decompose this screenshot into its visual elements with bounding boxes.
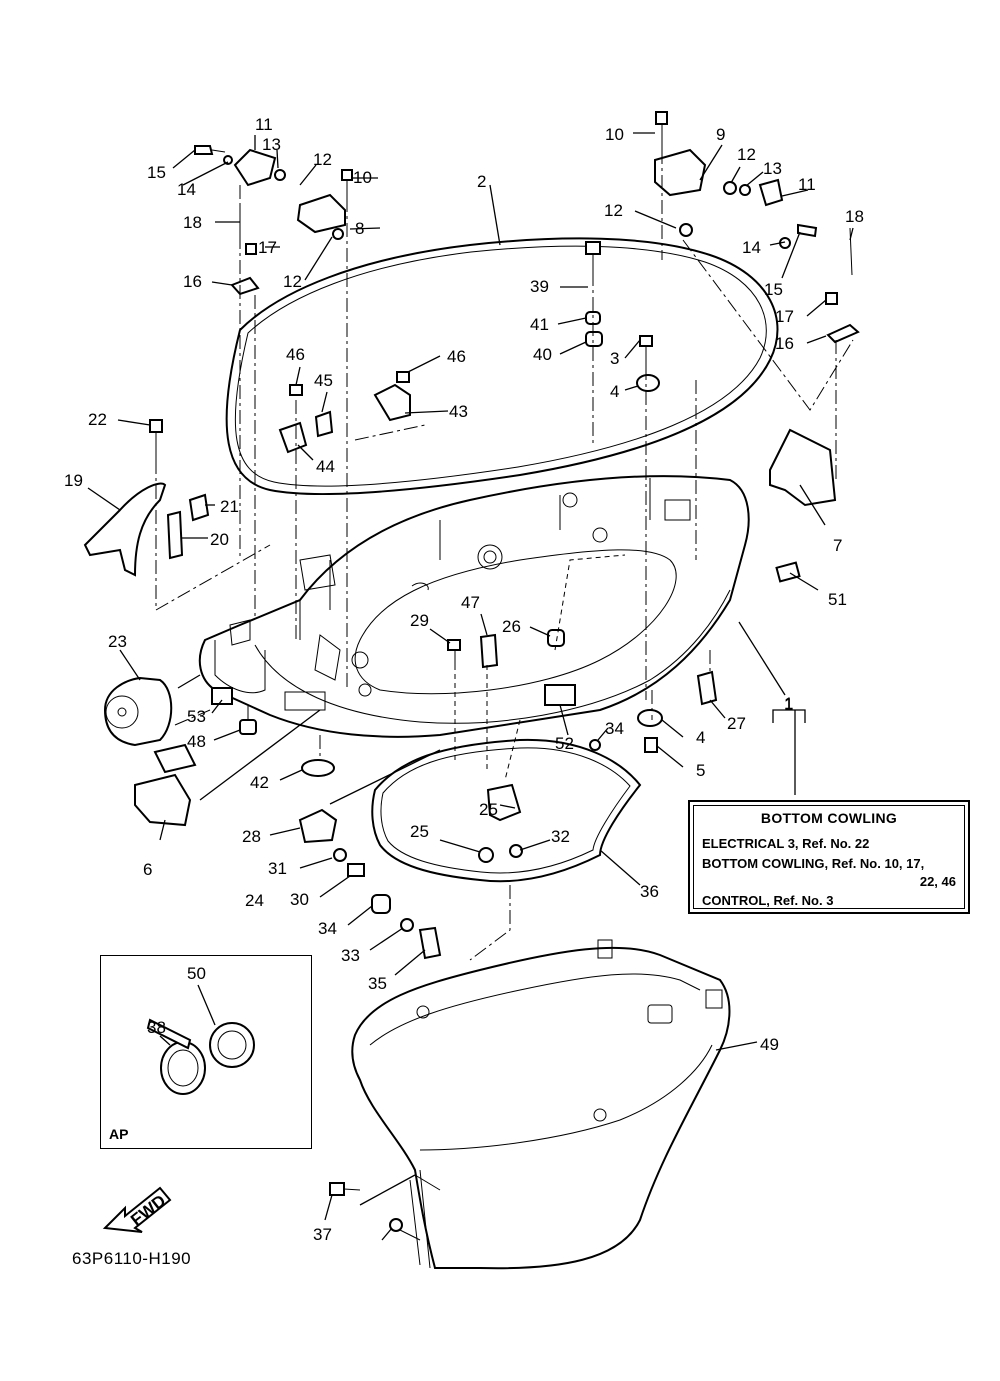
callout-21: 21 bbox=[220, 497, 239, 516]
ap-inset-parts bbox=[146, 1018, 255, 1095]
note-line: BOTTOM COWLING, Ref. No. 10, 17, bbox=[702, 856, 925, 871]
diagram-code: 63P6110-H190 bbox=[72, 1249, 192, 1268]
callout-12: 12 bbox=[283, 272, 302, 291]
note-title: BOTTOM COWLING bbox=[760, 810, 898, 826]
callout-16: 16 bbox=[775, 334, 794, 353]
bottom-cowling-part bbox=[198, 475, 750, 738]
callout-48: 48 bbox=[187, 732, 206, 751]
callout-46: 46 bbox=[447, 347, 466, 366]
callout-36: 36 bbox=[640, 882, 659, 901]
note-line: ELECTRICAL 3, Ref. No. 22 bbox=[702, 836, 870, 851]
assembly-lines bbox=[155, 150, 854, 1241]
callout-9: 9 bbox=[716, 125, 725, 144]
callout-22: 22 bbox=[88, 410, 107, 429]
callout-20: 20 bbox=[210, 530, 229, 549]
callout-6: 6 bbox=[143, 860, 152, 879]
callout-4: 4 bbox=[696, 728, 705, 747]
callout-12: 12 bbox=[604, 201, 623, 220]
callout-10: 10 bbox=[353, 168, 372, 187]
callout-26: 26 bbox=[502, 617, 521, 636]
callout-31: 31 bbox=[268, 859, 287, 878]
callout-10: 10 bbox=[605, 125, 624, 144]
callout-39: 39 bbox=[530, 277, 549, 296]
callout-50: 50 bbox=[187, 964, 206, 983]
callout-15: 15 bbox=[764, 280, 783, 299]
callout-40: 40 bbox=[533, 345, 552, 364]
callout-53: 53 bbox=[187, 707, 206, 726]
callout-23: 23 bbox=[108, 632, 127, 651]
callout-38: 38 bbox=[147, 1018, 166, 1037]
callout-25: 25 bbox=[410, 822, 429, 841]
callout-28: 28 bbox=[242, 827, 261, 846]
callout-17: 17 bbox=[775, 307, 794, 326]
callout-45: 45 bbox=[314, 371, 333, 390]
callout-4: 4 bbox=[610, 382, 619, 401]
callout-11: 11 bbox=[798, 175, 816, 194]
callout-34: 34 bbox=[605, 719, 624, 738]
ap-label: AP bbox=[109, 1126, 129, 1142]
callout-46: 46 bbox=[286, 345, 305, 364]
callout-25: 25 bbox=[479, 800, 498, 819]
callout-12: 12 bbox=[313, 150, 332, 169]
callout-18: 18 bbox=[845, 207, 864, 226]
callout-37: 37 bbox=[313, 1225, 332, 1244]
note-line-continuation: 22, 46 bbox=[919, 874, 956, 889]
callout-17: 17 bbox=[258, 238, 277, 257]
callout-34: 34 bbox=[318, 919, 337, 938]
callout-12: 12 bbox=[737, 145, 756, 164]
callout-24: 24 bbox=[245, 891, 264, 910]
callout-44: 44 bbox=[316, 457, 335, 476]
cowling-seal-ring bbox=[225, 237, 779, 495]
callout-41: 41 bbox=[530, 315, 549, 334]
callout-15: 15 bbox=[147, 163, 166, 182]
apron-36 bbox=[351, 939, 731, 1270]
callout-32: 32 bbox=[551, 827, 570, 846]
callout-27: 27 bbox=[727, 714, 746, 733]
callout-47: 47 bbox=[461, 593, 480, 612]
callout-11: 11 bbox=[255, 115, 273, 134]
callout-3: 3 bbox=[610, 349, 619, 368]
callout-19: 19 bbox=[64, 471, 83, 490]
callout-8: 8 bbox=[355, 219, 364, 238]
ref-number: 1 bbox=[784, 695, 793, 714]
callout-33: 33 bbox=[341, 946, 360, 965]
callout-51: 51 bbox=[828, 590, 847, 609]
callout-49: 49 bbox=[760, 1035, 779, 1054]
leader-lines bbox=[87, 132, 854, 1241]
callout-16: 16 bbox=[183, 272, 202, 291]
note-box: BOTTOM COWLING ELECTRICAL 3, Ref. No. 22… bbox=[688, 800, 970, 914]
callout-18: 18 bbox=[183, 213, 202, 232]
callout-1: 1 bbox=[784, 694, 793, 713]
note-line: CONTROL, Ref. No. 3 bbox=[702, 893, 834, 908]
callout-42: 42 bbox=[250, 773, 269, 792]
callout-2: 2 bbox=[477, 172, 486, 191]
callout-5: 5 bbox=[696, 761, 705, 780]
fwd-arrow: FWD bbox=[102, 1186, 172, 1233]
callout-13: 13 bbox=[262, 135, 281, 154]
callout-52: 52 bbox=[555, 734, 574, 753]
callout-30: 30 bbox=[290, 890, 309, 909]
callout-14: 14 bbox=[177, 180, 196, 199]
callout-43: 43 bbox=[449, 402, 468, 421]
callout-29: 29 bbox=[410, 611, 429, 630]
callout-14: 14 bbox=[742, 238, 761, 257]
ap-inset-box: AP bbox=[100, 955, 312, 1149]
small-parts bbox=[83, 111, 860, 1232]
callout-35: 35 bbox=[368, 974, 387, 993]
callout-13: 13 bbox=[763, 159, 782, 178]
callout-7: 7 bbox=[833, 536, 842, 555]
